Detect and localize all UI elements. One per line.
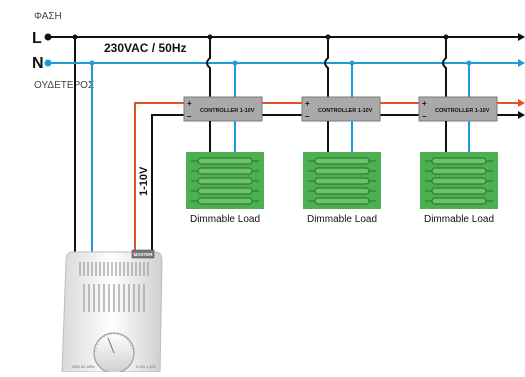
dimmable-load-1: Dimmable Load (186, 152, 264, 225)
controller-plus: + (422, 99, 427, 108)
controller-load-wires (210, 121, 469, 152)
line-letter: L (32, 30, 42, 47)
controller-3: + – CONTROLLER 1-10V (419, 97, 497, 121)
dimmable-load-3: Dimmable Load (420, 152, 498, 225)
controller-label: CONTROLLER 1-10V (318, 108, 373, 114)
load-label: Dimmable Load (424, 214, 494, 225)
dimmable-load-2: Dimmable Load (303, 152, 381, 225)
controller-3-supply-taps (443, 35, 472, 99)
neutral-label: ΟΥΔΕΤΕΡΟΣ (34, 80, 94, 91)
controller-label: CONTROLLER 1-10V (435, 108, 490, 114)
control-signal-label: 1-10V (138, 166, 150, 196)
supply-label: 230VAC / 50Hz (104, 41, 186, 55)
load-label: Dimmable Load (190, 214, 260, 225)
phase-label: ΦΑΣΗ (34, 11, 62, 22)
controller-minus: – (422, 112, 427, 121)
controller-plus: + (187, 99, 192, 108)
controller-2-supply-taps (325, 35, 355, 99)
dimmer-brand: MASTER (134, 252, 154, 257)
controller-minus: – (305, 112, 310, 121)
controller-2: + – CONTROLLER 1-10V (302, 97, 380, 121)
dimmer-spec-left: 230V AC 50Hz (72, 365, 95, 369)
controller-label: CONTROLLER 1-10V (200, 108, 255, 114)
controller-1-supply-taps (207, 35, 238, 106)
dimmer-spec-right: 0-10V 1-10V (136, 365, 156, 369)
load-label: Dimmable Load (307, 214, 377, 225)
neutral-letter: N (32, 55, 44, 72)
controller-plus: + (305, 99, 310, 108)
controller-1: + – CONTROLLER 1-10V (184, 97, 262, 121)
controller-minus: – (187, 112, 192, 121)
dimmer-device: MASTER 230V AC 50Hz 0-10V 1-10V (62, 250, 162, 372)
